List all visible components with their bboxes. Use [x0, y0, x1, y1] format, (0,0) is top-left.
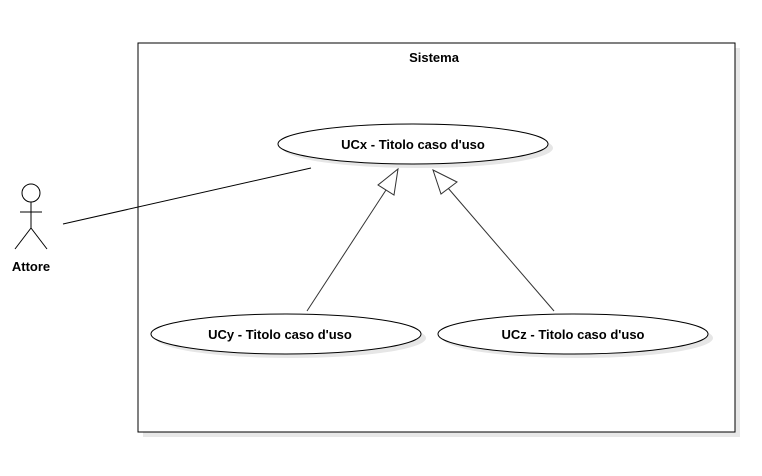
use-case-ucx-label: UCx - Titolo caso d'uso — [341, 137, 485, 152]
actor-right-leg — [30, 227, 48, 250]
actor-figure[interactable] — [14, 183, 48, 250]
generalization-ucy-arrowhead — [377, 167, 399, 196]
use-case-ucy-label: UCy - Titolo caso d'uso — [208, 327, 352, 342]
system-boundary[interactable] — [137, 42, 736, 433]
actor-left-leg — [14, 227, 32, 250]
use-case-ucy[interactable] — [150, 313, 422, 355]
generalization-ucz-arrowhead — [432, 169, 458, 195]
generalization-ucz-to-ucx-line[interactable] — [447, 187, 555, 312]
actor-label: Attore — [12, 259, 50, 274]
association-actor-ucx[interactable] — [62, 167, 312, 225]
use-case-ucx[interactable] — [277, 123, 549, 165]
system-title: Sistema — [409, 50, 460, 65]
generalization-ucy-to-ucx-line[interactable] — [306, 189, 387, 312]
use-case-ucz-label: UCz - Titolo caso d'uso — [502, 327, 645, 342]
use-case-ucz[interactable] — [437, 313, 709, 355]
actor-head — [21, 183, 41, 203]
